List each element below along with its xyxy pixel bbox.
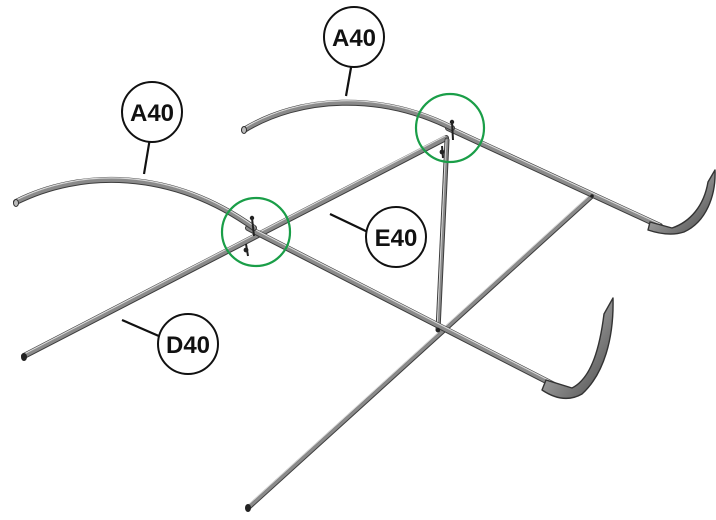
d40-tube xyxy=(21,135,449,361)
leader-a40-left xyxy=(142,137,152,175)
a40-arc-left xyxy=(13,176,257,231)
left-joint-hardware xyxy=(243,215,255,257)
callout-e40: E40 xyxy=(365,206,427,268)
vertical-strut xyxy=(435,137,450,333)
a40-arc-top xyxy=(241,99,455,134)
rear-bolt xyxy=(590,194,594,198)
tube-end-cap xyxy=(245,504,251,512)
callout-e40-label: E40 xyxy=(375,225,418,252)
highlight-circle-top-joint xyxy=(414,92,486,164)
top-joint-hardware xyxy=(439,119,455,159)
tube-end-cap xyxy=(21,353,27,361)
callout-a40-top: A40 xyxy=(323,6,385,68)
highlight-circle-left-joint xyxy=(220,196,292,268)
tube-end-cap xyxy=(241,126,247,134)
callout-a40-left: A40 xyxy=(121,81,183,143)
callout-a40-top-label: A40 xyxy=(332,25,376,52)
leader-e40 xyxy=(329,213,373,235)
rear-diagonal-tube xyxy=(245,193,595,512)
crossing-bolt xyxy=(435,327,441,333)
callout-d40-label: D40 xyxy=(166,332,210,359)
right-runner xyxy=(647,169,716,235)
callout-a40-left-label: A40 xyxy=(130,100,174,127)
callout-d40: D40 xyxy=(157,313,219,375)
front-runner xyxy=(541,297,614,400)
tube-end-cap xyxy=(13,199,19,207)
right-side-tube xyxy=(445,125,663,229)
e40-tube xyxy=(245,225,563,391)
